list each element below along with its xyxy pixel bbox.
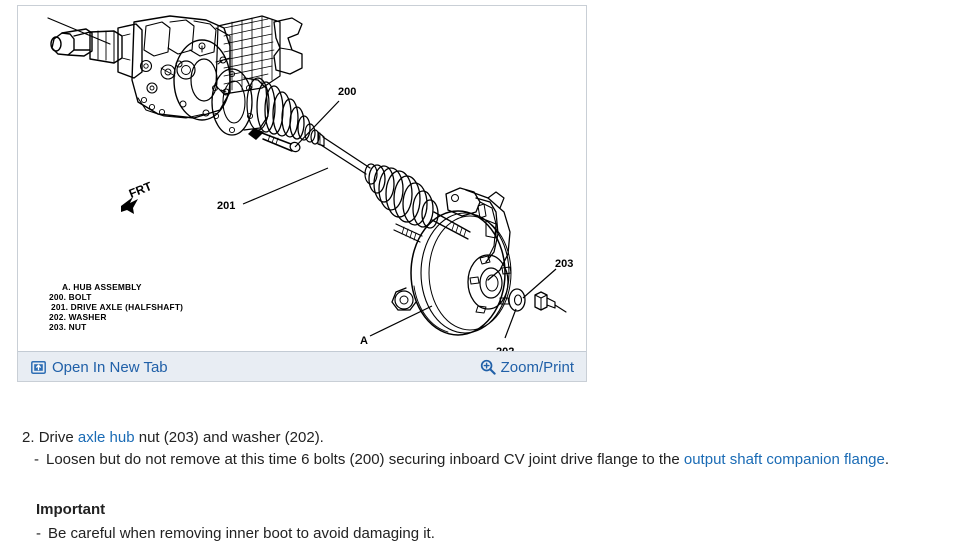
callout-200: 200: [338, 86, 356, 98]
figure-panel: FRT 200 201 202 203 A A. HUB ASSEMBLY 20…: [17, 5, 587, 382]
legend-item-2: 201. DRIVE AXLE (HALFSHAFT): [51, 302, 183, 312]
step-2-posttext: nut (203) and washer (202).: [134, 429, 324, 446]
important-body-text: Be careful when removing inner boot to a…: [48, 525, 435, 542]
open-in-new-tab-label: Open In New Tab: [52, 358, 168, 376]
sub-1-posttext: .: [884, 451, 890, 468]
important-dash: -: [36, 525, 41, 542]
output-shaft-companion-flange-link[interactable]: output shaft companion flange: [683, 451, 885, 468]
legend-item-1: 200. BOLT: [49, 292, 92, 302]
magnifier-plus-icon: [480, 359, 496, 375]
procedure-steps: 2. Drive axle hub nut (203) and washer (…: [22, 427, 962, 471]
callout-202: 202: [496, 346, 514, 351]
figure-image[interactable]: FRT 200 201 202 203 A A. HUB ASSEMBLY 20…: [18, 6, 586, 351]
zoom-print-label: Zoom/Print: [500, 358, 574, 376]
frt-arrow: [121, 197, 138, 214]
legend-item-3: 202. WASHER: [49, 312, 107, 322]
open-in-new-tab-icon: [30, 359, 46, 375]
sub-1-pretext: Loosen but do not remove at this time 6 …: [46, 451, 684, 468]
open-in-new-tab-button[interactable]: Open In New Tab: [30, 352, 168, 382]
important-note: Important -Be careful when removing inne…: [36, 498, 936, 546]
step-2: 2. Drive axle hub nut (203) and washer (…: [22, 427, 962, 449]
figure-toolbar: Open In New Tab Zoom/Print: [18, 351, 586, 381]
callout-201: 201: [217, 200, 235, 212]
callout-203: 203: [555, 258, 573, 270]
step-2-number: 2.: [22, 429, 35, 446]
axle-hub-link[interactable]: axle hub: [77, 429, 135, 446]
important-body: -Be careful when removing inner boot to …: [36, 522, 936, 546]
step-2-sub-1: -Loosen but do not remove at this time 6…: [22, 449, 962, 471]
callout-A: A: [360, 335, 368, 347]
step-2-pretext: Drive: [38, 429, 78, 446]
bullet-dash: -: [34, 451, 39, 468]
legend-item-4: 203. NUT: [49, 322, 87, 332]
zoom-print-button[interactable]: Zoom/Print: [480, 352, 574, 382]
important-title: Important: [36, 501, 106, 518]
legend-item-0: A. HUB ASSEMBLY: [62, 282, 142, 292]
drive-axle-diagram: FRT 200 201 202 203 A A. HUB ASSEMBLY 20…: [18, 6, 586, 351]
